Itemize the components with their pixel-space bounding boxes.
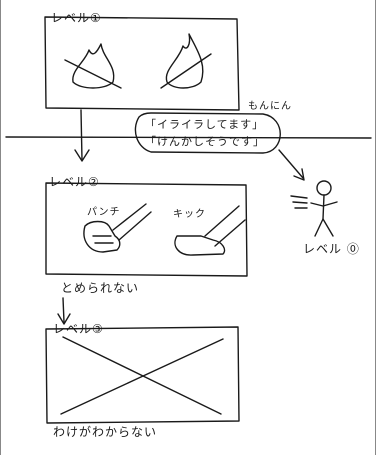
cross-line-1 (62, 336, 222, 415)
level2-label: レベル② (49, 175, 100, 189)
kick-label: キック (173, 209, 206, 220)
level0-label: レベル ⓪ (303, 242, 360, 256)
foot-icon (174, 235, 226, 256)
arrow-level1-to-level2 (80, 109, 83, 161)
speech-line-2: 「けんかしそうです」 (145, 135, 265, 148)
divider-line (5, 136, 372, 139)
level1-box (44, 16, 240, 111)
arrow-bubble-to-person (278, 149, 304, 179)
flame-left-icon (72, 43, 115, 89)
arrow-level2-to-level3 (62, 297, 65, 323)
level1-label: レベル① (51, 11, 102, 25)
speech-bubble (134, 112, 281, 154)
stick-figure-head-icon (316, 180, 332, 196)
cross-line-2 (60, 338, 224, 415)
level3-label: レベル③ (53, 322, 104, 336)
level3-box (45, 326, 240, 424)
level2-box (45, 182, 248, 277)
flame-right-icon (165, 33, 204, 89)
punch-label: パンチ (87, 207, 121, 218)
speaker-label: もんにん (248, 101, 292, 112)
cannot-stop-label: とめられない (61, 281, 140, 295)
fist-icon (83, 220, 121, 253)
speech-line-1: 「イライラしてます」 (145, 118, 265, 131)
level3-caption: わけがわからない (53, 425, 158, 439)
